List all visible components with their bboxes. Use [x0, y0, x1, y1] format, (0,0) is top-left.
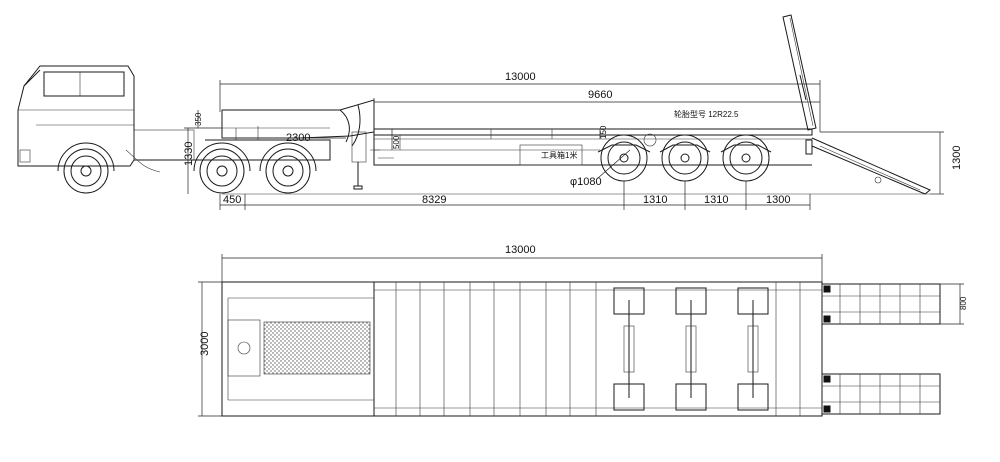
tractor-front-wheel: [57, 142, 115, 194]
dim-ramp-width: 800: [959, 296, 968, 310]
dim-axle-spacing-2: 1310: [704, 194, 728, 206]
dim-top-length: 13000: [505, 244, 536, 256]
trailer-axle-2: [659, 134, 711, 182]
dim-rear-overhang: 1300: [766, 194, 790, 206]
rear-ramp-top-1: [821, 283, 941, 325]
axle-assembly-3: [737, 287, 769, 411]
dim-frame-height: 500: [392, 135, 401, 149]
spare-wheel-hub: [643, 133, 657, 147]
rear-ramp-folded: [782, 14, 817, 131]
side-view: 工具箱1米 轮胎型号 12R22.5: [17, 14, 963, 210]
rear-ramp-top-2: [821, 373, 941, 415]
trailer-axle-1: [597, 134, 651, 182]
dim-overall-length: 13000: [505, 71, 536, 83]
deck-crossmembers: [395, 282, 801, 416]
dim-fifth-wheel-height: 1330: [183, 142, 195, 166]
rear-ramp-lowered: [805, 137, 931, 195]
dim-coupling: 2300: [286, 132, 310, 144]
dim-deck-length: 9660: [588, 89, 612, 101]
toolbox-label: 工具箱1米: [541, 150, 577, 160]
top-dimensions: 13000 3000 800: [198, 244, 968, 417]
trailer-axle-3: [720, 134, 772, 182]
dim-neck-height: 350: [194, 112, 203, 126]
dim-top-width: 3000: [199, 332, 211, 356]
axle-assembly-2: [675, 287, 707, 411]
dim-front-overhang: 450: [223, 194, 241, 206]
tractor-rear-wheel-2: [259, 142, 317, 194]
tractor-rear-wheel-1: [193, 142, 251, 194]
side-dimensions: 13000 9660 350 2300 500 150 φ1080 1330: [183, 71, 963, 210]
dim-gooseneck-small: 150: [599, 125, 608, 139]
dim-wheel-diameter: φ1080: [570, 176, 602, 188]
dim-axle-spacing-1: 1310: [643, 194, 667, 206]
lowbed-deck: 工具箱1米: [370, 128, 813, 166]
tire-model-label: 轮胎型号 12R22.5: [674, 109, 739, 119]
dim-kingpin-to-axle: 8329: [422, 194, 446, 206]
dim-ramp-height: 1300: [951, 146, 963, 170]
tractor-cab: [17, 65, 205, 173]
axle-assembly-1: [613, 287, 645, 411]
top-view: 13000 3000 800: [198, 244, 968, 417]
